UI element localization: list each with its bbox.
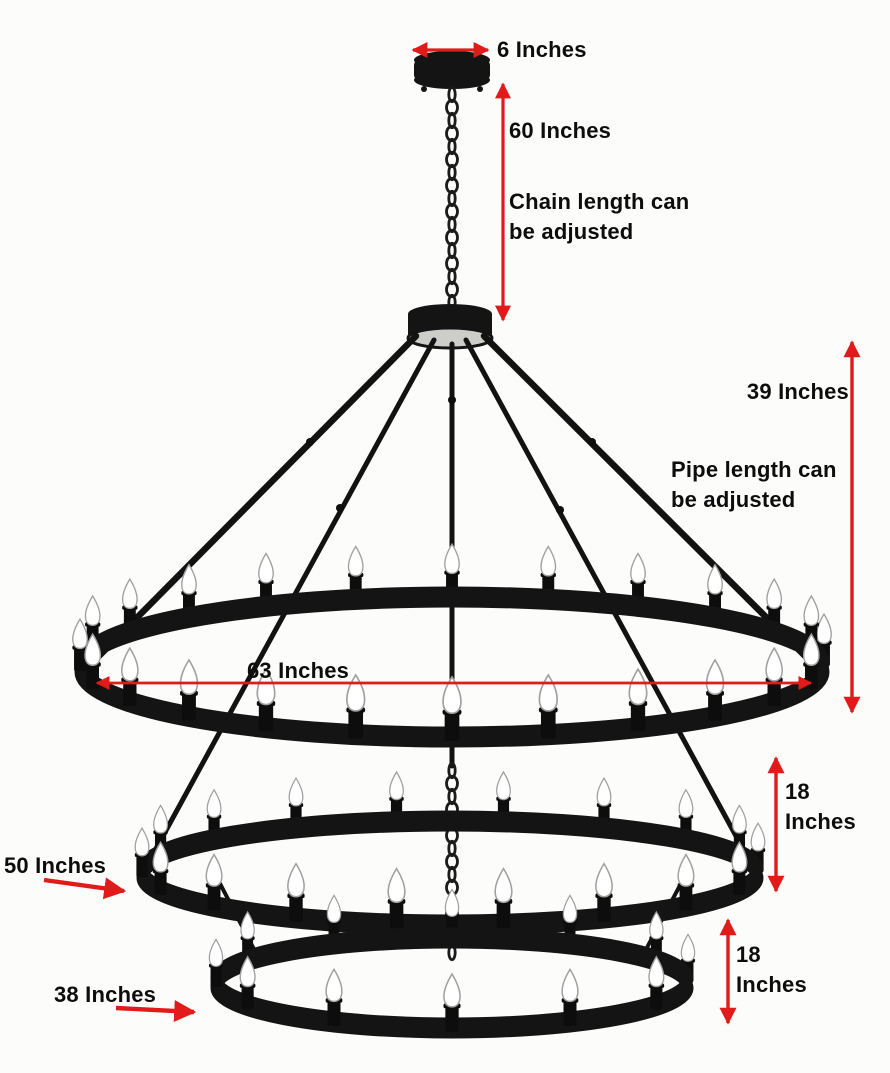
label-tier3-diameter: 38 Inches [54,982,157,1007]
arrow-tier2-diameter [43,877,127,900]
candle-light [494,867,513,929]
gap2-value: 18 [736,942,761,967]
candle-light [205,853,223,911]
candle-light [648,955,665,1010]
dimension-arrows [43,42,861,1025]
candle-light [540,545,557,599]
note-chain-line2: be adjusted [509,219,634,244]
candle-light [595,862,613,923]
candle-light [325,967,343,1026]
candle-light [443,972,461,1032]
candle-light [387,867,406,929]
candle-light [287,862,305,923]
candle-light [208,938,224,987]
gap2-unit: Inches [736,972,807,997]
gap1-unit: Inches [785,809,856,834]
note-pipe-line2: be adjusted [671,487,796,512]
candle-light [72,617,88,671]
ceiling-canopy [414,51,490,92]
candle-light [628,667,648,732]
note-pipe-adjustable: Pipe length can be adjusted [671,455,837,515]
label-tier2-diameter: 50 Inches [4,853,107,878]
candle-light [677,853,695,911]
center-hub [406,304,494,350]
candle-light [134,826,150,877]
label-pipe-length: 39 Inches [746,379,849,404]
gap1-value: 18 [785,779,810,804]
candle-light [561,967,579,1026]
tier-3-ring [208,888,696,1039]
label-tier1-diameter: 63 Inches [247,658,350,683]
candle-light [731,840,748,895]
note-chain-adjustable: Chain length can be adjusted [509,187,689,247]
arrow-tier3-diameter [115,1000,197,1022]
hanging-chain [445,85,459,325]
label-tier1-tier2-gap: 18 Inches [785,777,856,837]
candle-light [239,955,256,1010]
candle-light [179,658,199,721]
candle-light [84,632,102,690]
note-pipe-line1: Pipe length can [671,457,837,482]
candle-light [442,675,462,741]
candle-light [630,552,646,606]
label-chain-length: 60 Inches [509,118,612,143]
label-tier2-tier3-gap: 18 Inches [736,940,807,1000]
candle-light [705,658,725,721]
suspension-rods [95,332,809,959]
candle-light [538,673,558,739]
chandelier-illustration [72,51,832,1039]
candle-light [121,577,138,631]
candle-light [152,840,169,895]
note-chain-line1: Chain length can [509,189,690,214]
label-canopy-width: 6 Inches [497,37,587,62]
candle-light [121,646,139,706]
candle-light [346,673,366,739]
candle-light [765,646,783,706]
